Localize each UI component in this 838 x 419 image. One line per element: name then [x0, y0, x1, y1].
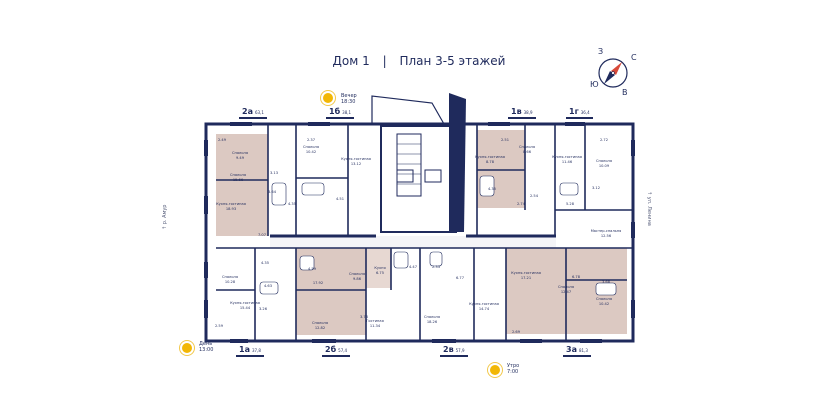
room-label: 2.72	[600, 138, 608, 142]
compass-icon	[598, 58, 628, 88]
room-label: 3.64	[268, 190, 277, 194]
room-label: 6.78	[572, 275, 581, 279]
room-label: 4.59	[308, 267, 317, 271]
room-label: 4.51	[336, 197, 344, 201]
room-label: 3.26	[259, 307, 268, 311]
sun-day-icon	[182, 343, 192, 353]
room-label: 4.35	[488, 187, 496, 191]
house-label: Дом 1	[332, 54, 370, 68]
floors-label: План 3-5 этажей	[399, 54, 506, 68]
title-separator: |	[382, 54, 387, 68]
room-label: 2.59	[215, 324, 224, 328]
room-label: 5.28	[566, 202, 575, 206]
room-label: 4.63	[264, 284, 272, 288]
sun-morning-icon	[490, 365, 500, 375]
room-label: 6.77	[456, 276, 464, 280]
page-title: Дом 1 | План 3-5 этажей	[0, 54, 838, 68]
room-label: 2.49	[218, 138, 227, 142]
room-label: 2.37	[307, 138, 315, 142]
compass-west: З	[598, 47, 604, 56]
compass-south: Ю	[590, 80, 599, 89]
room-label: 3.12	[592, 186, 600, 190]
room-label: 4.47	[409, 265, 417, 269]
room-label: 7.07	[258, 233, 266, 237]
room-label: 17.92	[313, 281, 323, 285]
room-label: 2.74	[517, 202, 526, 206]
room-label: 2.51	[501, 138, 509, 142]
room-label: 3.78	[360, 315, 369, 319]
room-label: 4.35	[261, 261, 269, 265]
apartment-2a-fill[interactable]	[216, 134, 268, 236]
compass-east: В	[622, 88, 628, 97]
room-label: 2.54	[530, 194, 539, 198]
room-label: 3.13	[270, 171, 278, 175]
room-label: 2.69	[512, 330, 521, 334]
room-label: 4.35	[288, 202, 296, 206]
room-label: 2.33	[432, 265, 440, 269]
compass-north: С	[631, 53, 637, 62]
room-label: 3.68	[602, 280, 611, 284]
sun-evening-icon	[323, 93, 333, 103]
